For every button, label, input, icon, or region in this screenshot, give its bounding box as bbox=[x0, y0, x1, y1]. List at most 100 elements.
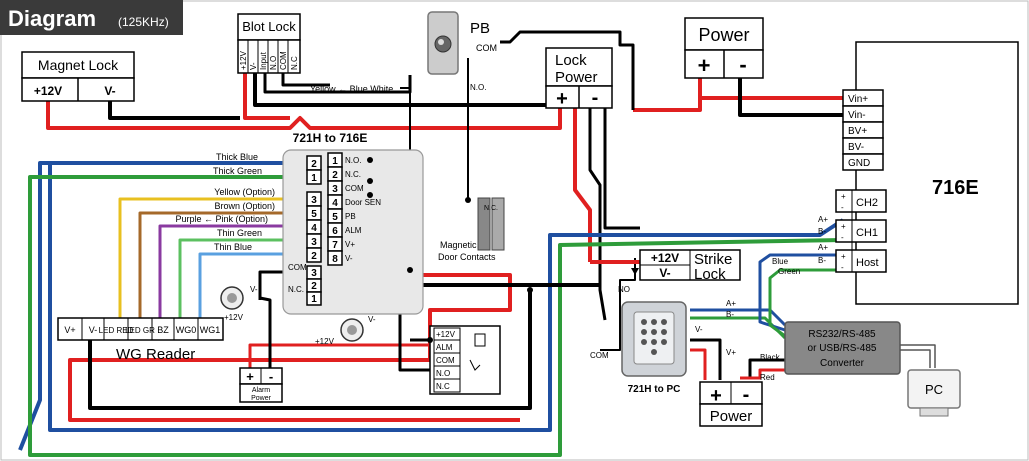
blot-lock: Blot Lock +12V V- Input N.O COM N.C bbox=[237, 13, 301, 74]
terminal-c: COM N.C. 3 2 1 bbox=[288, 263, 322, 306]
siren-2-p: +12V bbox=[315, 337, 335, 346]
lock-power-minus: - bbox=[592, 87, 599, 109]
wg-reader-title: WG Reader bbox=[116, 346, 195, 363]
term-a-label: V+ bbox=[345, 240, 355, 249]
converter-line-1: RS232/RS-485 bbox=[808, 329, 876, 340]
pb-title: PB bbox=[470, 20, 490, 37]
header-subtitle: (125KHz) bbox=[118, 15, 169, 29]
term-c-num: 1 bbox=[311, 294, 317, 305]
wg-pin: WG1 bbox=[200, 325, 221, 335]
siren-1-p: +12V bbox=[224, 313, 244, 322]
wg-pin: LED GR bbox=[125, 326, 155, 335]
magnet-lock-title: Magnet Lock bbox=[38, 57, 119, 73]
term-c-nc: N.C. bbox=[288, 285, 304, 294]
term-a-num: 5 bbox=[332, 212, 338, 223]
header-tab: Diagram (125KHz) bbox=[0, 0, 183, 35]
term-a-label: PB bbox=[345, 212, 356, 221]
wire-label: Thin Blue bbox=[214, 242, 252, 252]
controller-pin: Vin- bbox=[848, 110, 866, 121]
blot-lock-title: Blot Lock bbox=[242, 19, 296, 34]
term-a-label: V- bbox=[345, 254, 353, 263]
yellow-blue-white-label: Yellow ← Blue White bbox=[310, 84, 393, 94]
push-button: PB COM N.O. bbox=[427, 11, 497, 92]
relay-module: +12V ALM COM N.O N.C bbox=[429, 325, 501, 395]
term-c-com: COM bbox=[288, 263, 307, 272]
strike-lock-no: NO bbox=[618, 285, 630, 294]
strike-lock-minus: V- bbox=[659, 266, 670, 280]
center-title: 721H to 716E bbox=[293, 131, 368, 145]
wiring-label: Black bbox=[760, 353, 781, 362]
converter-line-3: Converter bbox=[820, 358, 865, 369]
power-top-plus: + bbox=[698, 53, 711, 78]
wg-pin: BZ bbox=[157, 325, 169, 335]
relay-pin: N.O bbox=[436, 369, 450, 378]
wire-label: Thick Green bbox=[213, 166, 262, 176]
svg-text:-: - bbox=[841, 233, 844, 242]
wire-labels: Thick Blue Thick Green Yellow (Option) B… bbox=[175, 152, 275, 252]
strike-lock: +12V V- Strike Lock NO COM bbox=[590, 249, 741, 360]
alarm-power-label-1: Alarm bbox=[252, 387, 270, 394]
term-b-num: 3 bbox=[311, 237, 317, 248]
term-b-num: 2 bbox=[311, 159, 317, 170]
svg-text:-: - bbox=[841, 263, 844, 272]
lock-power-title-1: Lock bbox=[555, 52, 587, 69]
junction-dots bbox=[367, 157, 533, 343]
svg-text:+: + bbox=[841, 222, 846, 231]
strike-lock-com: COM bbox=[590, 351, 609, 360]
relay-pin: COM bbox=[436, 356, 455, 365]
terminal-b: 2 1 3 5 4 3 2 bbox=[306, 155, 322, 263]
power-bottom-plus: + bbox=[710, 385, 722, 407]
controller-pin: BV- bbox=[848, 142, 864, 153]
bus-labels: A+ B- A+ B- A+ B- Blue Green bbox=[726, 215, 828, 319]
power-bottom-title: Power bbox=[710, 408, 753, 425]
siren-1-v: V- bbox=[250, 285, 258, 294]
relay-coil-icon bbox=[474, 333, 486, 347]
term-c-num: 2 bbox=[311, 281, 317, 292]
door-contacts-nc: N.C. bbox=[484, 205, 498, 212]
svg-text:+: + bbox=[841, 192, 846, 201]
magnet-lock-minus: V- bbox=[104, 84, 115, 98]
wg-pin: V- bbox=[89, 325, 98, 335]
blot-pin: +12V bbox=[239, 50, 248, 70]
wire-label: Thick Blue bbox=[216, 152, 258, 162]
door-contacts-label-1: Magnetic bbox=[440, 240, 477, 250]
term-a-label: COM bbox=[345, 184, 364, 193]
alarm-power-label-2: Power bbox=[251, 395, 272, 402]
term-b-num: 5 bbox=[311, 209, 317, 220]
term-b-num: 4 bbox=[311, 223, 317, 234]
controller-title: 716E bbox=[932, 177, 979, 199]
term-a-num: 7 bbox=[332, 240, 338, 251]
bus-label: B- bbox=[818, 256, 826, 265]
term-a-num: 1 bbox=[332, 156, 338, 167]
term-a-label: ALM bbox=[345, 226, 362, 235]
relay-pin: N.C bbox=[436, 382, 450, 391]
center-terminal-block: 721H to 716E 1 2 3 4 5 6 7 8 N.O. N.C. C… bbox=[282, 131, 424, 315]
wg-pin: WG0 bbox=[176, 325, 197, 335]
card-reader: 721H to PC bbox=[621, 301, 687, 395]
pb-com: COM bbox=[476, 43, 497, 53]
power-top: Power + - bbox=[684, 17, 764, 79]
controller-pin: BV+ bbox=[848, 126, 867, 137]
siren-1: V- +12V bbox=[220, 285, 258, 322]
wire-label: Yellow (Option) bbox=[214, 187, 275, 197]
bus-label: B- bbox=[726, 310, 734, 319]
pc-label: PC bbox=[925, 382, 943, 397]
power-top-minus: - bbox=[739, 52, 746, 77]
term-a-num: 2 bbox=[332, 170, 338, 181]
strike-lock-title-1: Strike bbox=[694, 251, 732, 268]
diode-icon bbox=[631, 268, 639, 275]
power-bottom: + - Power bbox=[699, 381, 763, 427]
power-top-title: Power bbox=[698, 25, 749, 45]
controller-ch1: CH1 bbox=[856, 227, 878, 239]
pc-label: 721H to PC bbox=[628, 384, 681, 395]
bus-label: A+ bbox=[818, 215, 828, 224]
door-contacts-label-2: Door Contacts bbox=[438, 252, 496, 262]
term-a-num: 6 bbox=[332, 226, 338, 237]
alarm-power-plus: + bbox=[246, 369, 254, 384]
svg-text:-: - bbox=[841, 203, 844, 212]
relay-pin: ALM bbox=[436, 343, 453, 352]
pb-no: N.O. bbox=[470, 83, 486, 92]
header-title: Diagram bbox=[8, 6, 96, 31]
